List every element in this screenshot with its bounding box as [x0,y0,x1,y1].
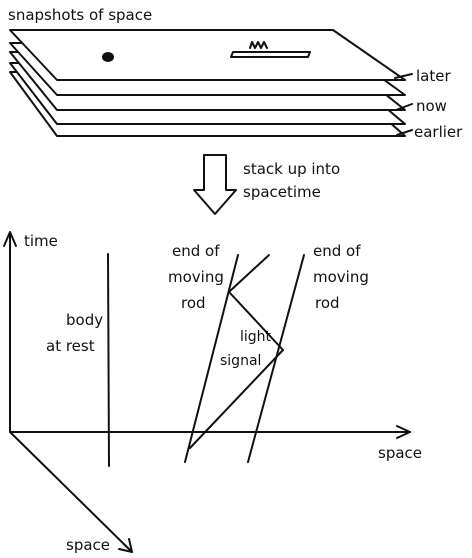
space-axis-front [9,431,133,553]
light-signal-label-line-2: signal [220,353,262,369]
light-signal-path [189,292,284,449]
body-label-line-1: body [66,311,104,329]
leader-earlier [396,129,413,136]
light-signal-label-line-1: light [240,329,272,345]
leader-later [394,73,413,79]
rod-end-1-label-line-2: moving [168,268,224,286]
leader-now [395,103,413,111]
transition-caption-line-1: stack up into [243,160,341,178]
layer-label-later: later [416,67,451,85]
layer-label-earlier: earlier [414,123,463,141]
worldline-body-at-rest [107,253,110,467]
time-axis-label: time [24,232,58,250]
body-label-line-2: at rest [46,337,95,355]
worldline-rod-end-1 [184,254,239,463]
space-axis-right-label: space [378,444,423,462]
space-axis-front-label: space [66,536,111,554]
rod-end-2-label-line-2: moving [313,268,369,286]
time-axis-arrowhead [3,231,17,247]
space-axis-front-arrowhead [118,538,133,553]
body-dot [102,52,114,62]
snapshots-title: snapshots of space [8,6,153,24]
worldline-rod-end-1-extension [229,254,270,292]
layer-label-now: now [416,97,447,115]
space-axis-right-arrowhead [396,425,411,439]
rod-motion-marks [249,41,268,49]
down-arrow [193,154,237,215]
rod-end-1-label-line-3: rod [181,294,206,312]
rod-end-1-label-line-1: end of [172,242,220,260]
rod-end-2-label-line-3: rod [315,294,340,312]
transition-caption-line-2: spacetime [243,183,321,201]
rod-end-2-label-line-1: end of [313,242,361,260]
rod-on-snapshot [230,51,311,58]
snapshot-layer-later [9,29,406,81]
